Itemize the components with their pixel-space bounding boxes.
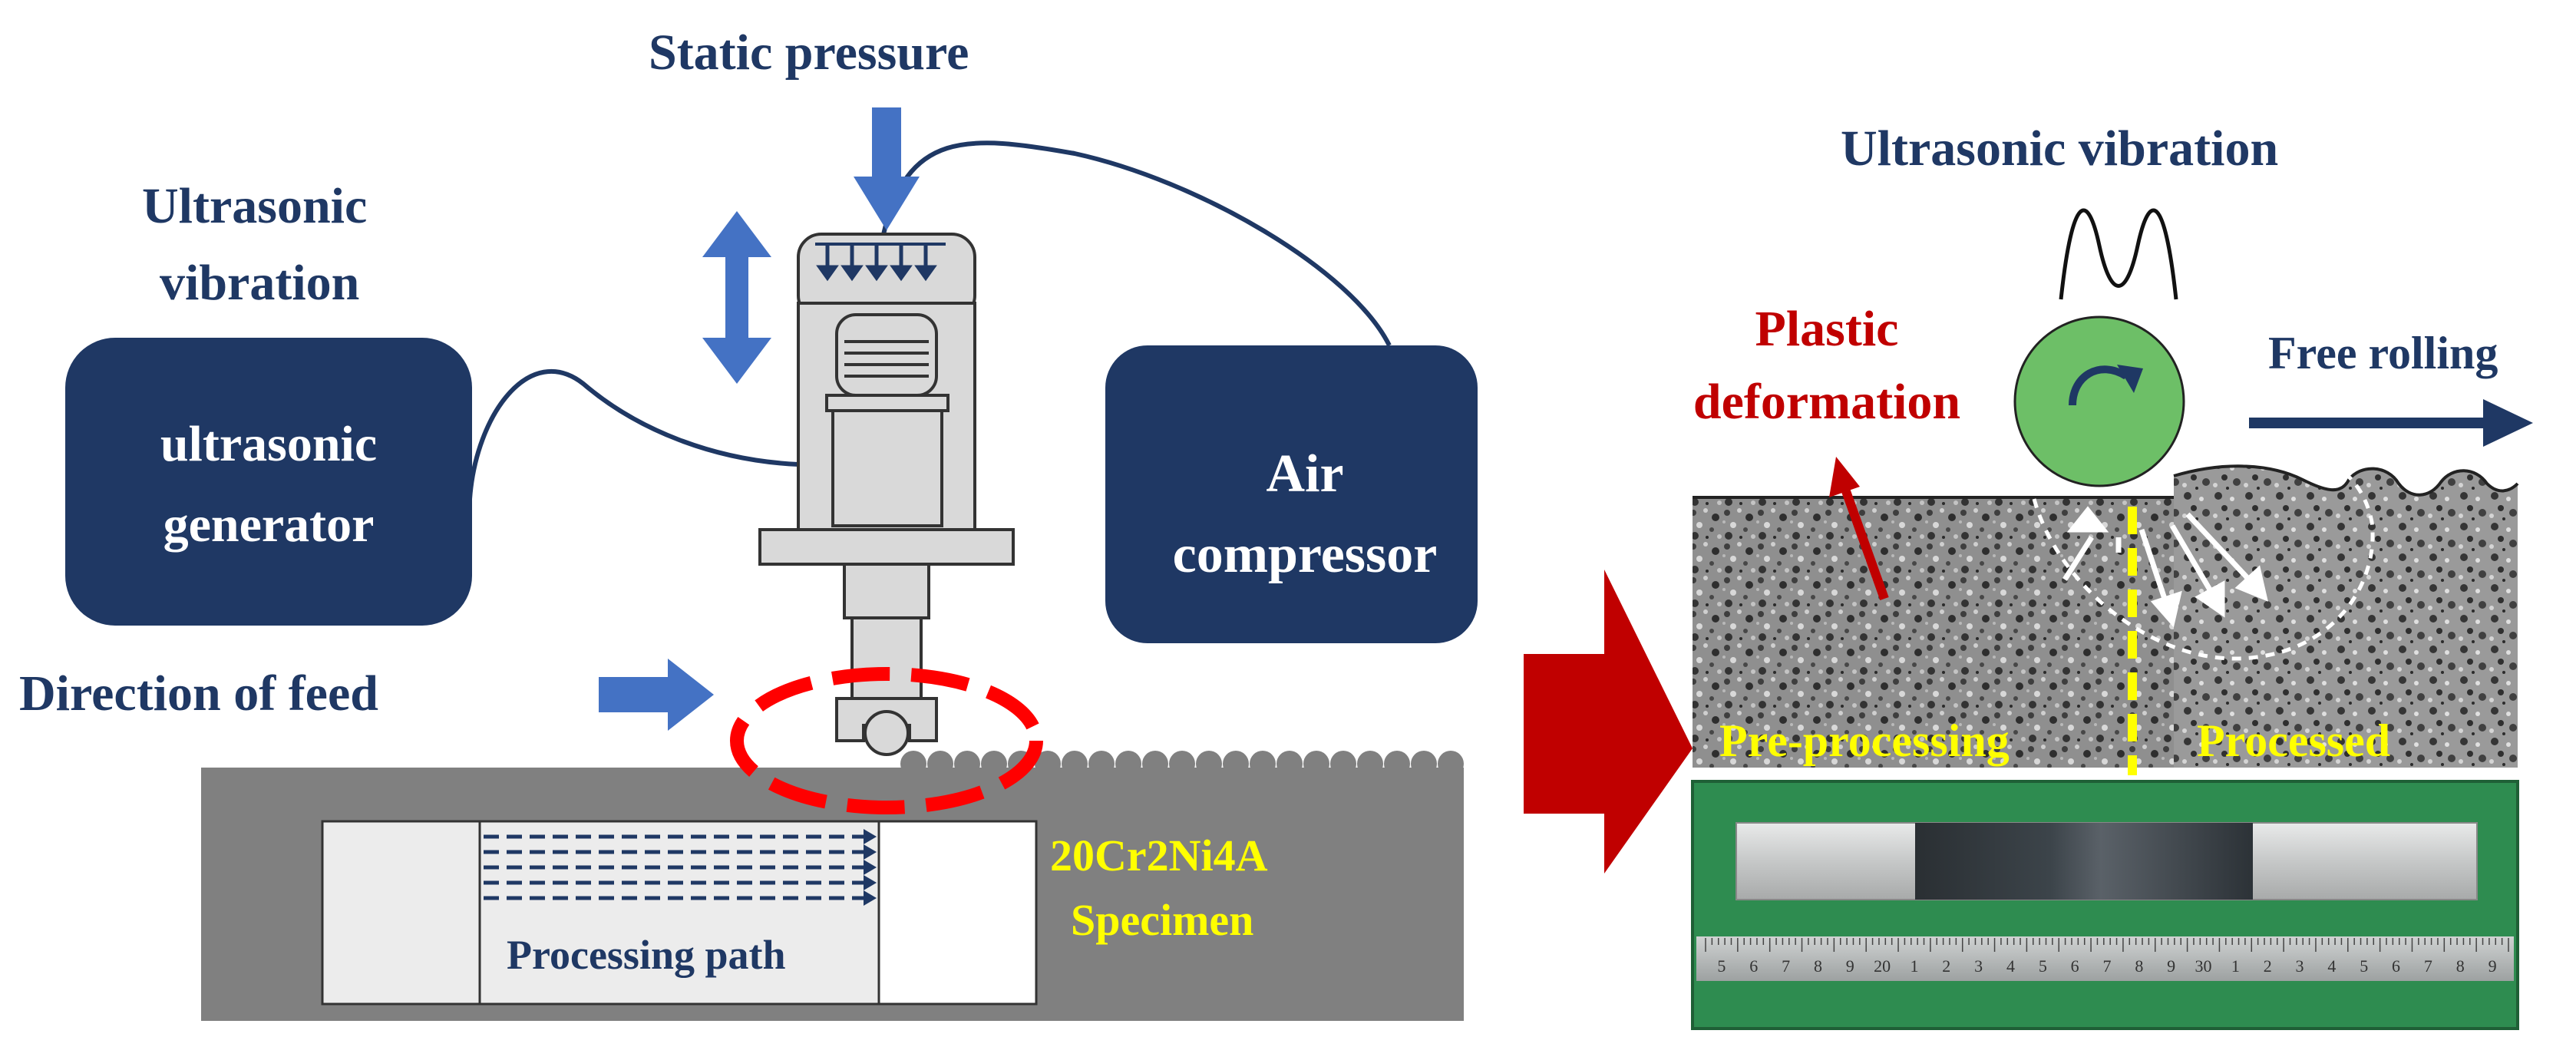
ruler-number: 9 <box>2488 956 2497 976</box>
ruler-number: 7 <box>2424 956 2432 976</box>
plastic-deformation-label-line2: deformation <box>1693 374 1960 430</box>
free-rolling-label: Free rolling <box>2268 328 2498 378</box>
ruler-number: 8 <box>2135 956 2143 976</box>
ruler-number: 3 <box>1974 956 1983 976</box>
ruler-number: 1 <box>2231 956 2240 976</box>
specimen-photo <box>1691 780 2519 1030</box>
generator-label-line2: generator <box>163 497 375 553</box>
specimen-label-line2: Specimen <box>1071 895 1253 945</box>
ruler-number: 7 <box>1782 956 1790 976</box>
ruler-number: 2 <box>2264 956 2272 976</box>
ruler-number: 30 <box>2195 956 2212 976</box>
direction-of-feed-label: Direction of feed <box>19 665 378 722</box>
ultrasonic-vibration-label-line2: vibration <box>160 255 359 311</box>
plastic-deformation-label-line1: Plastic <box>1755 301 1899 357</box>
cables <box>467 140 1392 500</box>
contact-zone-highlight <box>730 667 1043 814</box>
ruler-number: 8 <box>1814 956 1822 976</box>
pressure-small-arrows <box>816 246 937 282</box>
processing-path-lines <box>484 834 864 900</box>
stress-arrows <box>2062 506 2268 628</box>
ruler-number: 9 <box>1846 956 1854 976</box>
pressure-arrow-icon <box>854 107 920 230</box>
ruler-number: 4 <box>2327 956 2336 976</box>
air-compressor-box: Air compressor <box>1105 345 1478 643</box>
processing-path-label: Processing path <box>507 932 786 978</box>
processed-label: Processed <box>2197 715 2390 766</box>
ruler-number: 6 <box>2392 956 2400 976</box>
ultrasonic-generator-box: ultrasonic generator <box>65 338 472 626</box>
ruler-number: 1 <box>1910 956 1918 976</box>
ultrasonic-vibration-label-right: Ultrasonic vibration <box>1841 121 2278 177</box>
transition-arrow-icon <box>1524 570 1693 874</box>
ruler-numbers: 5 6 7 8 9 20 1 2 3 4 5 6 7 8 9 30 1 2 3 4 5 6 7 8 9 <box>1717 956 2496 976</box>
generator-label-line1: ultrasonic <box>160 416 377 472</box>
ruler-number: 6 <box>2071 956 2079 976</box>
pre-processing-label: Pre-processing <box>1719 715 2010 766</box>
static-pressure-label: Static pressure <box>649 25 969 81</box>
free-rolling-arrow <box>2249 399 2533 447</box>
deformation-zone-outline <box>2032 458 2375 661</box>
ruler-number: 20 <box>1874 956 1891 976</box>
microstructure-panel <box>1693 464 2519 768</box>
ruler-number: 9 <box>2167 956 2175 976</box>
specimen-label-line1: 20Cr2Ni4A <box>1050 831 1268 880</box>
ultrasonic-vibration-label-line1: Ultrasonic <box>142 178 367 234</box>
plastic-deformation-arrow <box>1829 457 1889 601</box>
up-down-arrow-icon <box>702 211 771 384</box>
rolling-head <box>758 233 1015 756</box>
compressor-label-line1: Air <box>1266 444 1343 504</box>
ruler-number: 5 <box>2360 956 2368 976</box>
processing-path-arrowheads <box>864 829 877 906</box>
compressor-label-line2: compressor <box>1173 525 1438 584</box>
rolling-ball <box>2013 315 2185 487</box>
ruler-ticks <box>1705 938 2509 952</box>
feed-arrow-icon <box>599 659 714 731</box>
processed-surface-bumps <box>900 751 1464 777</box>
ruler-number: 2 <box>1942 956 1950 976</box>
ruler-number: 6 <box>1749 956 1758 976</box>
sine-wave-icon <box>2059 208 2178 300</box>
ruler-number: 7 <box>2103 956 2112 976</box>
ruler-number: 3 <box>2296 956 2304 976</box>
ruler-number: 8 <box>2456 956 2465 976</box>
ruler-number: 5 <box>1717 956 1726 976</box>
ruler-number: 4 <box>2006 956 2015 976</box>
rotation-arrow-icon <box>2069 365 2129 406</box>
specimen-block <box>201 768 1464 1021</box>
ruler-number: 5 <box>2039 956 2047 976</box>
